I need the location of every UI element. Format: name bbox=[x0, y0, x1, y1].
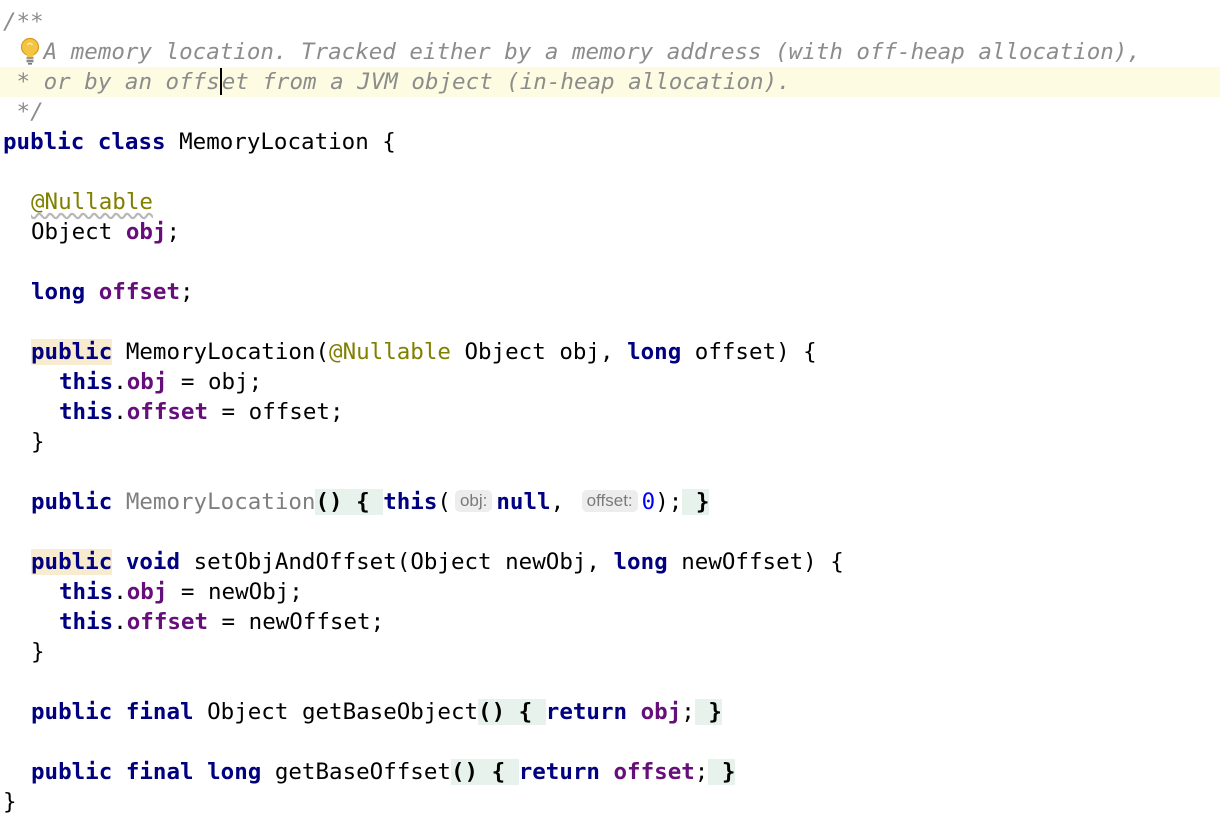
field-obj: obj bbox=[125, 219, 167, 245]
keyword: return bbox=[518, 759, 600, 785]
keyword: long bbox=[627, 339, 682, 365]
field-obj: obj bbox=[126, 369, 168, 395]
folded-region[interactable]: () { bbox=[478, 699, 546, 725]
code-line-17[interactable]: public MemoryLocation() { this(obj:null,… bbox=[31, 489, 710, 515]
keyword-highlighted: public bbox=[31, 339, 113, 365]
keyword: void bbox=[125, 549, 181, 575]
param-newoffset: newOffset bbox=[248, 609, 371, 635]
class-name: MemoryLocation bbox=[179, 129, 369, 155]
constructor-name-unused: MemoryLocation bbox=[125, 489, 316, 515]
method-name: setObjAndOffset bbox=[193, 549, 397, 575]
field-offset: offset bbox=[126, 609, 209, 635]
keyword: long bbox=[207, 759, 262, 785]
param-obj: obj bbox=[208, 369, 249, 395]
constructor-name: MemoryLocation bbox=[125, 339, 316, 365]
code-line-22[interactable]: } bbox=[31, 639, 45, 665]
type-name: Object bbox=[464, 339, 546, 365]
keyword: final bbox=[125, 699, 194, 725]
folded-region[interactable]: () { bbox=[315, 489, 384, 515]
keyword: public bbox=[31, 489, 113, 515]
code-line-3-current[interactable]: * or by an offset from a JVM object (in-… bbox=[0, 67, 1220, 97]
code-line-19[interactable]: public void setObjAndOffset(Object newOb… bbox=[31, 549, 844, 575]
param-hint-obj: obj: bbox=[454, 489, 493, 512]
folded-region-end[interactable]: } bbox=[708, 759, 736, 785]
type-name: Object bbox=[31, 219, 113, 245]
keyword: long bbox=[31, 279, 86, 305]
param-hint-offset: offset: bbox=[581, 489, 638, 512]
code-line-13[interactable]: this.obj = obj; bbox=[59, 369, 263, 395]
code-line-8[interactable]: Object obj; bbox=[31, 219, 181, 245]
number-literal: 0 bbox=[641, 489, 656, 515]
method-name: getBaseObject bbox=[301, 699, 479, 725]
text-caret bbox=[219, 68, 222, 95]
code-line-7[interactable]: @Nullable bbox=[0, 187, 1220, 217]
keyword: class bbox=[97, 129, 166, 155]
code-line-15[interactable]: } bbox=[31, 429, 45, 455]
type-name: Object bbox=[410, 549, 492, 575]
doc-comment-text: A memory location. Tracked either by a m… bbox=[43, 39, 1141, 65]
doc-comment-open: /** bbox=[3, 9, 44, 35]
doc-comment-close: */ bbox=[3, 99, 44, 125]
annotation-nullable: @Nullable bbox=[329, 339, 451, 365]
keyword: return bbox=[545, 699, 628, 725]
field-offset: offset bbox=[126, 399, 209, 425]
doc-comment-text: * or by an offs bbox=[3, 69, 220, 95]
field-obj: obj bbox=[126, 579, 168, 605]
keyword: this bbox=[59, 369, 114, 395]
keyword: public bbox=[31, 759, 113, 785]
code-line-2[interactable]: A memory location. Tracked either by a m… bbox=[0, 37, 1220, 67]
keyword: long bbox=[613, 549, 668, 575]
method-name: getBaseOffset bbox=[274, 759, 451, 785]
keyword: public bbox=[31, 699, 113, 725]
code-line-24[interactable]: public final Object getBaseObject() { re… bbox=[31, 699, 722, 725]
code-line-14[interactable]: this.offset = offset; bbox=[59, 399, 344, 425]
keyword: this bbox=[59, 609, 114, 635]
field-obj: obj bbox=[640, 699, 682, 725]
doc-comment-text: et from a JVM object (in-heap allocation… bbox=[221, 69, 791, 95]
param-offset: offset bbox=[694, 339, 777, 365]
param-offset: offset bbox=[248, 399, 330, 425]
keyword: final bbox=[125, 759, 194, 785]
code-line-1[interactable]: /** bbox=[0, 7, 1220, 37]
keyword-highlighted: public bbox=[31, 549, 113, 575]
code-line-27[interactable]: } bbox=[3, 789, 17, 815]
keyword: public bbox=[3, 129, 85, 155]
code-line-21[interactable]: this.offset = newOffset; bbox=[59, 609, 385, 635]
code-line-26[interactable]: public final long getBaseOffset() { retu… bbox=[31, 759, 736, 785]
code-line-4[interactable]: */ bbox=[0, 97, 1220, 127]
keyword: null bbox=[496, 489, 551, 515]
folded-region-end[interactable]: } bbox=[682, 489, 710, 515]
code-line-5[interactable]: public class MemoryLocation { bbox=[3, 129, 396, 155]
code-line-20[interactable]: this.obj = newObj; bbox=[59, 579, 303, 605]
keyword: this bbox=[59, 399, 114, 425]
folded-region-end[interactable]: } bbox=[694, 699, 722, 725]
code-line-10[interactable]: long offset; bbox=[31, 279, 194, 305]
folded-region[interactable]: () { bbox=[450, 759, 519, 785]
param-newobj: newObj bbox=[208, 579, 290, 605]
type-name: Object bbox=[207, 699, 289, 725]
param-obj: obj bbox=[559, 339, 600, 365]
field-offset: offset bbox=[98, 279, 181, 305]
param-newoffset: newOffset bbox=[681, 549, 804, 575]
annotation-nullable[interactable]: @Nullable bbox=[31, 189, 153, 215]
param-newobj: newObj bbox=[505, 549, 587, 575]
keyword: this bbox=[59, 579, 114, 605]
lightbulb-icon[interactable] bbox=[16, 36, 44, 66]
keyword: this bbox=[383, 489, 438, 515]
code-line-12[interactable]: public MemoryLocation(@Nullable Object o… bbox=[31, 339, 817, 365]
field-offset: offset bbox=[613, 759, 695, 785]
